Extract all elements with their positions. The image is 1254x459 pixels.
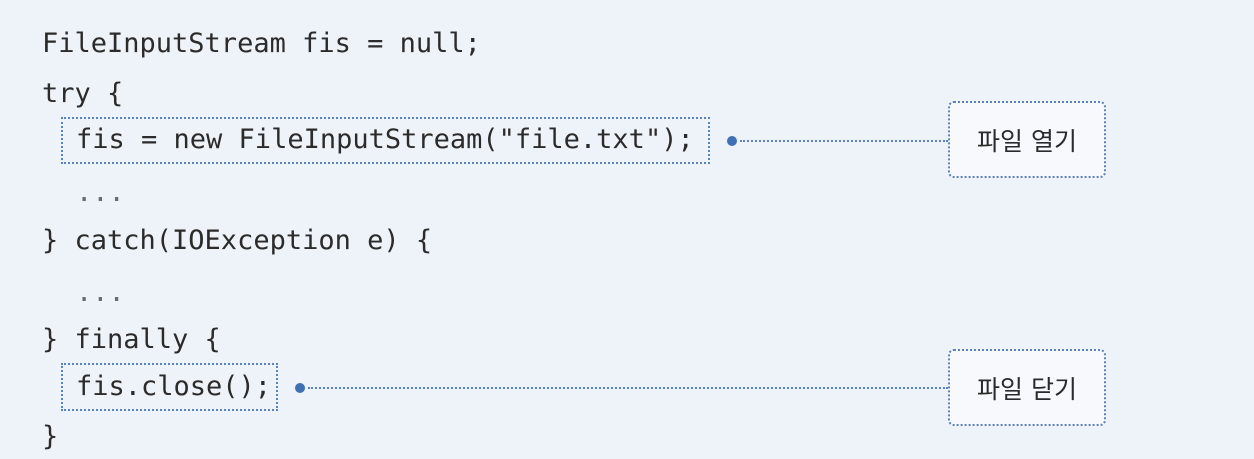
close-highlight-box <box>61 363 278 411</box>
close-file-label: 파일 닫기 <box>948 349 1106 426</box>
close-connector-dot <box>295 383 305 393</box>
open-file-label-text: 파일 열기 <box>977 126 1077 156</box>
open-connector-line <box>740 140 948 142</box>
close-file-label-text: 파일 닫기 <box>977 374 1077 404</box>
code-line-close: fis.close(); <box>76 371 272 402</box>
close-connector-line <box>308 387 948 389</box>
code-line-catch: } catch(IOException e) { <box>42 225 433 256</box>
code-line-declaration: FileInputStream fis = null; <box>42 28 481 59</box>
open-connector-dot <box>727 136 737 146</box>
open-file-label: 파일 열기 <box>948 101 1106 178</box>
open-highlight-box <box>61 117 710 164</box>
code-line-ellipsis-try: ... <box>76 177 125 208</box>
code-line-open: fis = new FileInputStream("file.txt"); <box>76 124 694 155</box>
code-line-try: try { <box>42 78 124 109</box>
code-line-finally: } finally { <box>42 324 221 355</box>
code-line-ellipsis-catch: ... <box>76 277 125 308</box>
code-line-end: } <box>42 421 59 452</box>
